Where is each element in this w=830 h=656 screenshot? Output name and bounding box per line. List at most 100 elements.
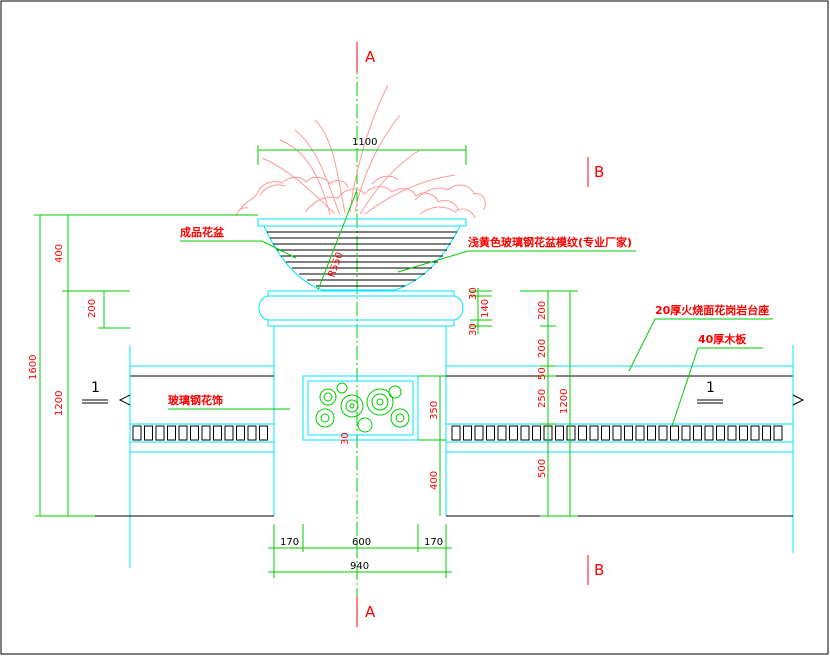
- dim-right-chain: 200 200 50 250 1200 500: [520, 290, 578, 517]
- annotation-texture: 浅黄色玻璃钢花盆模纹(专业厂家): [397, 235, 636, 273]
- baluster: [635, 425, 645, 441]
- baluster: [704, 425, 714, 441]
- svg-text:1200: 1200: [54, 391, 65, 416]
- baluster: [144, 425, 153, 441]
- baluster: [624, 425, 633, 441]
- baluster: [658, 425, 668, 441]
- annotation-radius: R550: [317, 189, 358, 291]
- baluster: [451, 425, 461, 441]
- svg-text:500: 500: [537, 459, 548, 478]
- baluster: [463, 425, 472, 441]
- svg-text:玻璃钢花饰: 玻璃钢花饰: [168, 393, 223, 407]
- svg-text:浅黄色玻璃钢花盆模纹(专业厂家): 浅黄色玻璃钢花盆模纹(专业厂家): [468, 235, 632, 249]
- baluster: [167, 425, 176, 441]
- baluster: [247, 425, 257, 441]
- svg-text:170: 170: [424, 537, 443, 548]
- svg-text:30: 30: [340, 432, 351, 445]
- svg-text:B: B: [594, 163, 604, 181]
- svg-text:250: 250: [537, 389, 548, 408]
- balusters-left: [132, 425, 268, 441]
- svg-text:940: 940: [350, 561, 369, 572]
- baluster: [213, 425, 222, 441]
- baluster: [178, 425, 188, 441]
- svg-text:30: 30: [468, 287, 479, 300]
- svg-text:400: 400: [54, 244, 65, 263]
- svg-text:20厚火烧面花岗岩台座: 20厚火烧面花岗岩台座: [655, 303, 769, 317]
- svg-text:1200: 1200: [559, 389, 570, 414]
- baluster: [647, 425, 656, 441]
- balusters-right: [451, 425, 783, 441]
- baluster: [670, 425, 679, 441]
- railing-left: [62, 345, 274, 568]
- annotation-frp-decor: 玻璃钢花饰: [168, 393, 290, 410]
- pedestal-cap: [258, 290, 464, 327]
- annotation-planter: 成品花盆: [180, 225, 297, 259]
- svg-text:200: 200: [87, 299, 98, 318]
- baluster: [578, 425, 587, 441]
- svg-text:400: 400: [429, 471, 440, 490]
- baluster: [693, 425, 702, 441]
- dim-cap: 30 140 30: [468, 287, 492, 336]
- baluster: [132, 425, 142, 441]
- svg-text:170: 170: [280, 537, 299, 548]
- baluster: [589, 425, 599, 441]
- baluster: [497, 425, 507, 441]
- baluster: [474, 425, 484, 441]
- svg-text:200: 200: [537, 301, 548, 320]
- svg-text:1600: 1600: [28, 355, 39, 380]
- svg-text:30: 30: [468, 323, 479, 336]
- baluster: [201, 425, 211, 441]
- baluster: [486, 425, 495, 441]
- baluster: [190, 425, 199, 441]
- dim-panel: 350 400 30: [340, 375, 446, 516]
- baluster: [509, 425, 518, 441]
- svg-text:140: 140: [480, 299, 491, 318]
- frp-decor-panel: [302, 375, 419, 441]
- section-mark-1-left: 1: [82, 380, 108, 404]
- baluster: [681, 425, 691, 441]
- baluster: [762, 425, 771, 441]
- section-mark-b-top: B: [587, 157, 604, 187]
- annotation-granite: 20厚火烧面花岗岩台座: [628, 303, 773, 372]
- svg-text:1: 1: [706, 380, 715, 396]
- baluster: [750, 425, 760, 441]
- baluster: [612, 425, 622, 441]
- baluster: [716, 425, 725, 441]
- annotation-wood-board: 40厚木板: [671, 332, 763, 427]
- svg-text:R550: R550: [326, 251, 345, 279]
- section-mark-a-top: A: [356, 42, 376, 72]
- section-mark-b-bottom: B: [587, 555, 604, 585]
- baluster: [727, 425, 737, 441]
- dim-1100: 1100: [257, 137, 467, 165]
- section-mark-a-bottom: A: [356, 597, 376, 627]
- dim-bottom: 170 600 170 940: [268, 524, 452, 578]
- baluster: [532, 425, 541, 441]
- baluster: [566, 425, 576, 441]
- svg-text:1: 1: [91, 380, 100, 396]
- baluster: [224, 425, 234, 441]
- baluster: [520, 425, 530, 441]
- pedestal-column: [273, 326, 447, 516]
- svg-text:1100: 1100: [352, 137, 377, 148]
- baluster: [236, 425, 245, 441]
- plant-sketch: [235, 84, 486, 219]
- svg-text:40厚木板: 40厚木板: [698, 332, 747, 346]
- baluster: [601, 425, 610, 441]
- svg-text:成品花盆: 成品花盆: [180, 225, 225, 239]
- baluster: [773, 425, 783, 441]
- svg-text:350: 350: [429, 401, 440, 420]
- svg-text:50: 50: [537, 367, 548, 380]
- svg-text:A: A: [365, 603, 376, 621]
- svg-text:600: 600: [352, 537, 371, 548]
- planter-bowl: [257, 218, 467, 291]
- baluster: [739, 425, 748, 441]
- dim-left-chain: 400 200 1600 1200: [28, 214, 258, 517]
- planter-stripes: [267, 231, 457, 287]
- railing-right: [446, 345, 805, 553]
- svg-text:A: A: [365, 48, 376, 66]
- svg-text:200: 200: [537, 339, 548, 358]
- svg-text:B: B: [594, 561, 604, 579]
